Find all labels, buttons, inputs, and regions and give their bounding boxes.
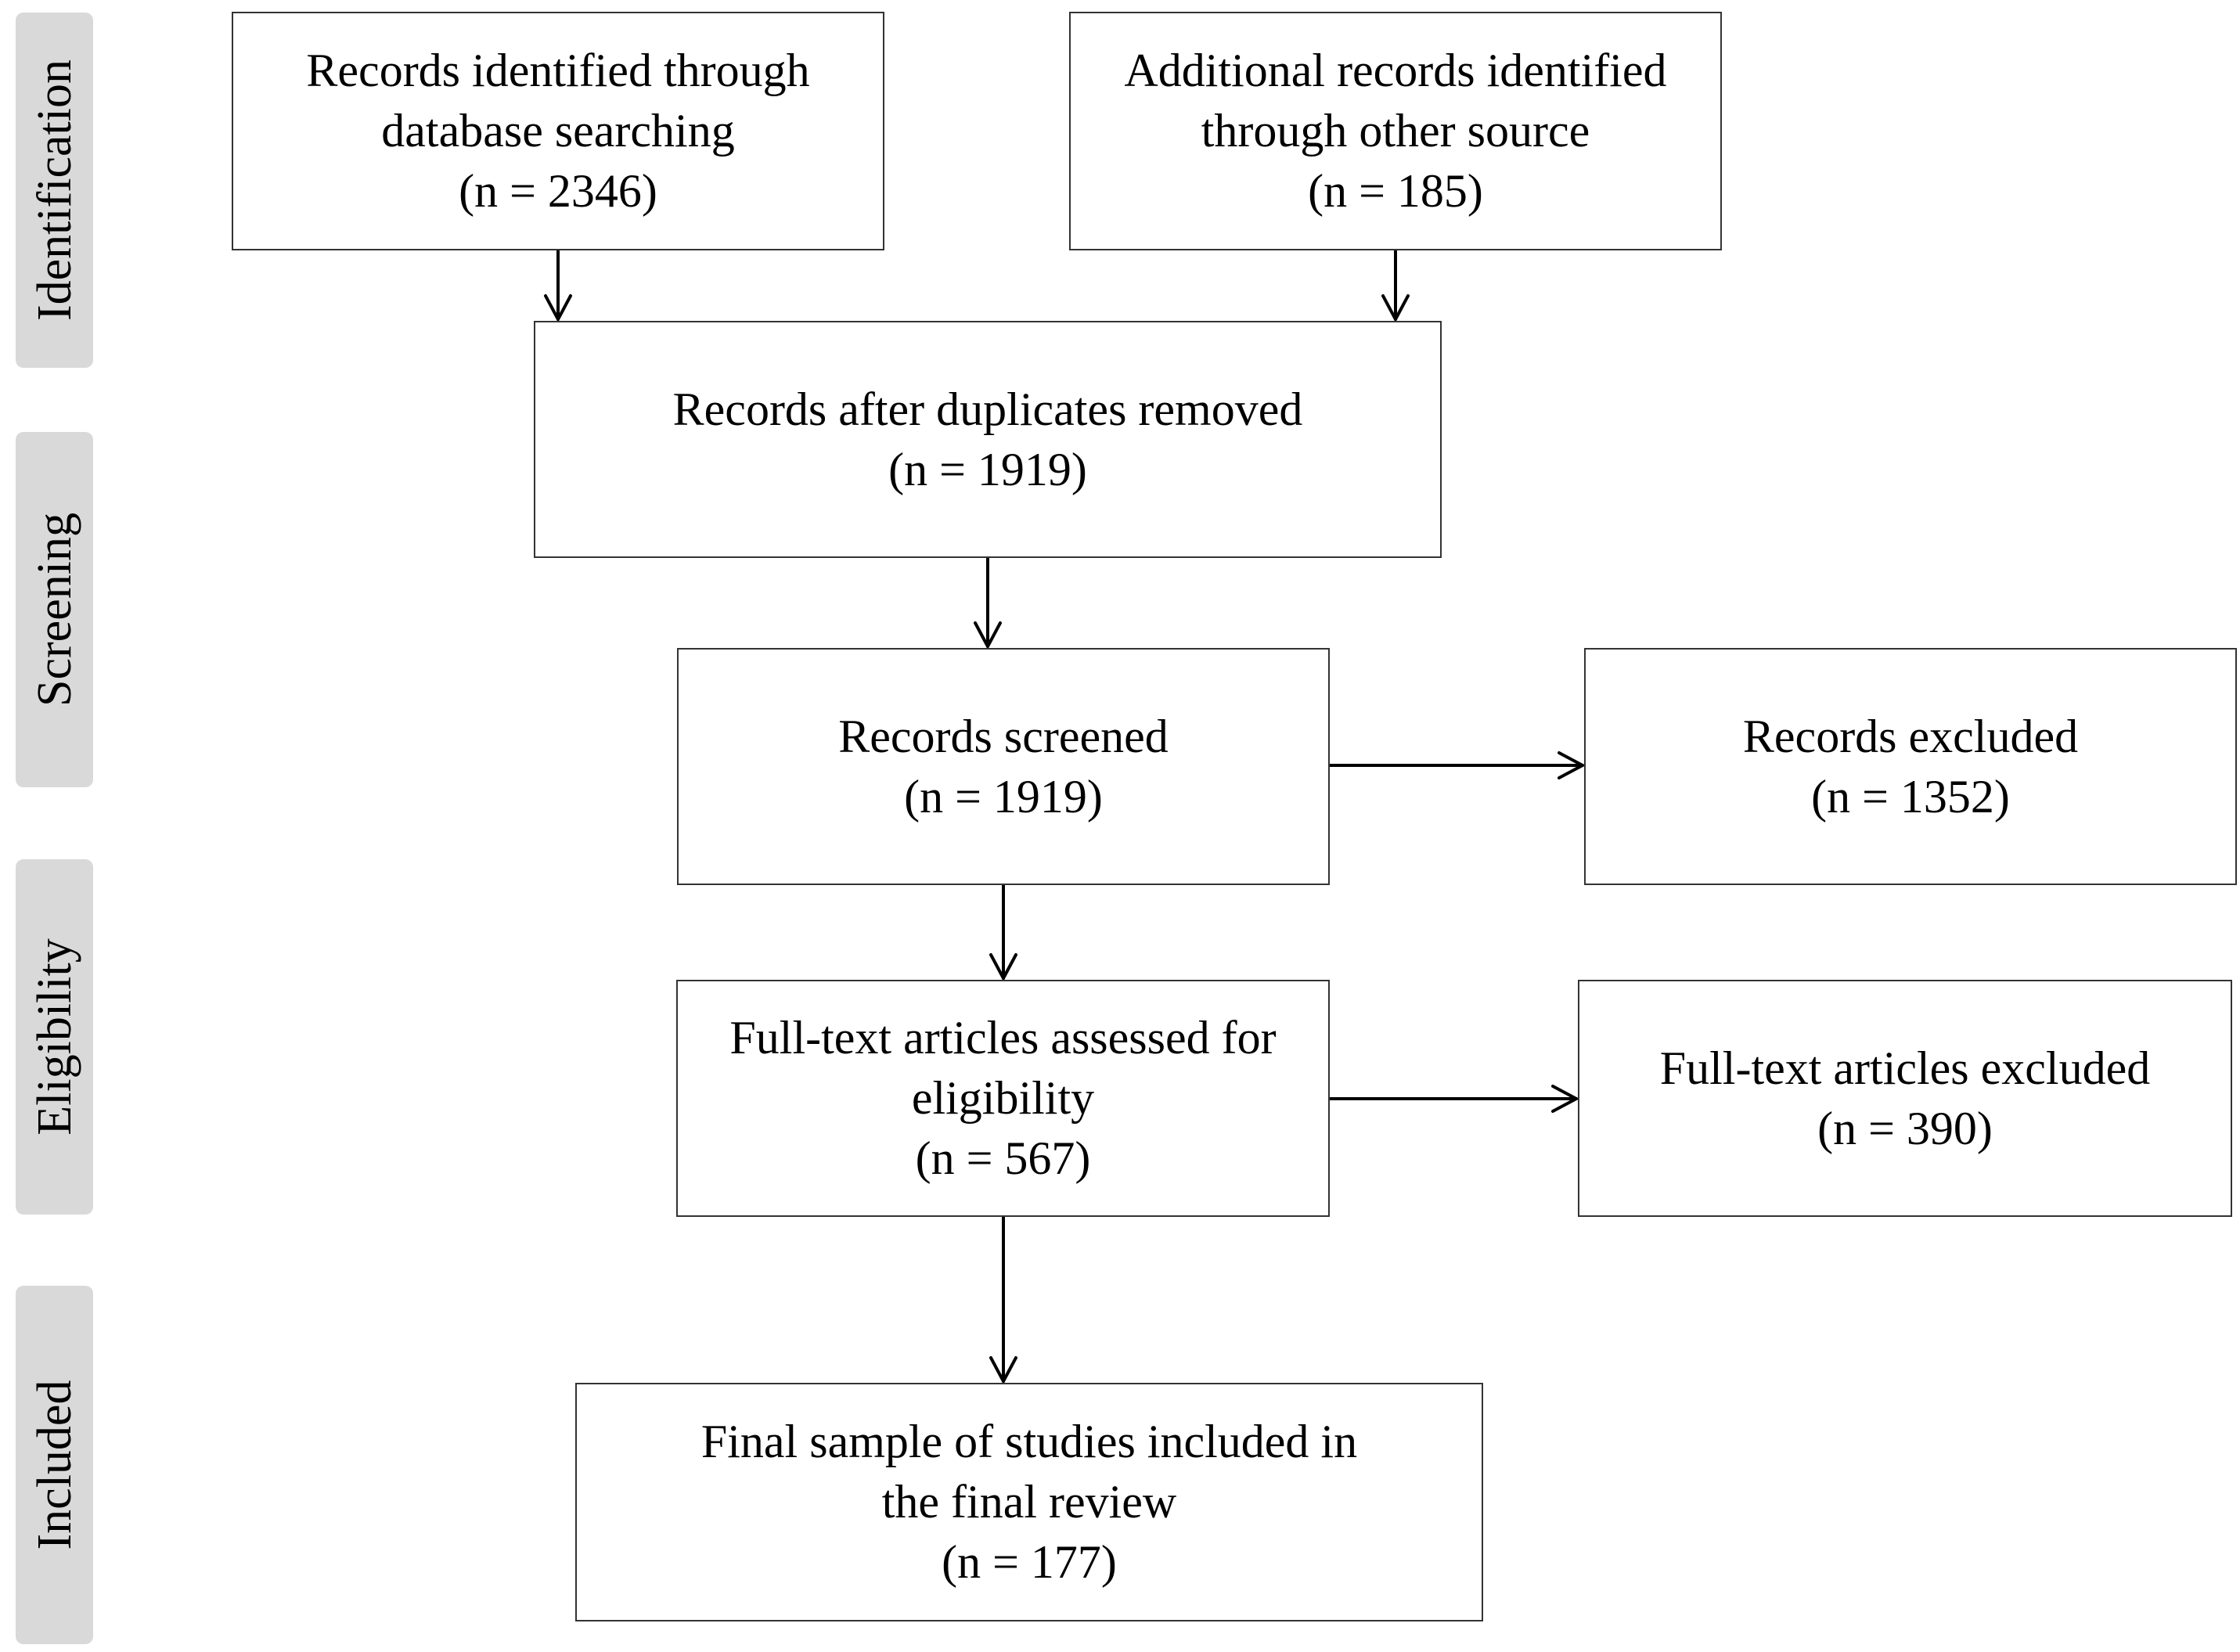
box-text-line: Records excluded (1742, 710, 2079, 762)
box-text-line: Records identified through (306, 45, 810, 96)
box-text-line: eligibility (911, 1072, 1095, 1124)
stage-label-identification: Identification (16, 13, 93, 368)
box-records-screened: Records screened (n = 1919) (677, 648, 1330, 885)
box-count: (n = 1352) (1811, 770, 2010, 822)
stage-label-screening: Screening (16, 432, 93, 787)
box-text-line: Full-text articles assessed for (729, 1012, 1277, 1064)
box-count: (n = 1919) (904, 770, 1103, 822)
arrow-other-source-to-duplicates (1381, 249, 1410, 321)
box-text-line: database searching (381, 105, 735, 157)
box-text-line: Additional records identified (1124, 45, 1667, 96)
box-fulltext-assessed: Full-text articles assessed for eligibil… (676, 980, 1330, 1217)
box-count: (n = 1919) (888, 443, 1087, 495)
box-duplicates-removed: Records after duplicates removed (n = 19… (534, 321, 1442, 558)
box-count: (n = 185) (1308, 165, 1483, 217)
box-other-source: Additional records identified through ot… (1069, 12, 1722, 250)
box-count: (n = 2346) (459, 165, 657, 217)
box-records-excluded: Records excluded (n = 1352) (1584, 648, 2237, 885)
box-final-sample: Final sample of studies included in the … (575, 1383, 1483, 1621)
box-text-line: Records screened (838, 710, 1169, 762)
box-fulltext-excluded: Full-text articles excluded (n = 390) (1578, 980, 2232, 1217)
box-text-line: Full-text articles excluded (1659, 1042, 2151, 1094)
stage-label-eligibility: Eligibility (16, 859, 93, 1215)
arrow-db-search-to-duplicates (544, 249, 572, 321)
arrow-fulltext-to-final (989, 1215, 1017, 1383)
box-text-line: Records after duplicates removed (672, 383, 1303, 435)
box-count: (n = 567) (915, 1132, 1091, 1184)
box-count: (n = 177) (942, 1536, 1117, 1588)
stage-label-included: Included (16, 1286, 93, 1644)
arrow-fulltext-to-ft-excluded (1328, 1085, 1578, 1113)
box-text-line: the final review (881, 1476, 1177, 1528)
arrow-screened-to-fulltext (989, 884, 1017, 980)
arrow-duplicates-to-screened (974, 556, 1002, 648)
box-count: (n = 390) (1817, 1102, 1993, 1154)
box-text-line: through other source (1201, 105, 1590, 157)
arrow-screened-to-excluded (1328, 751, 1584, 779)
box-text-line: Final sample of studies included in (700, 1416, 1358, 1467)
box-database-search: Records identified through database sear… (232, 12, 884, 250)
